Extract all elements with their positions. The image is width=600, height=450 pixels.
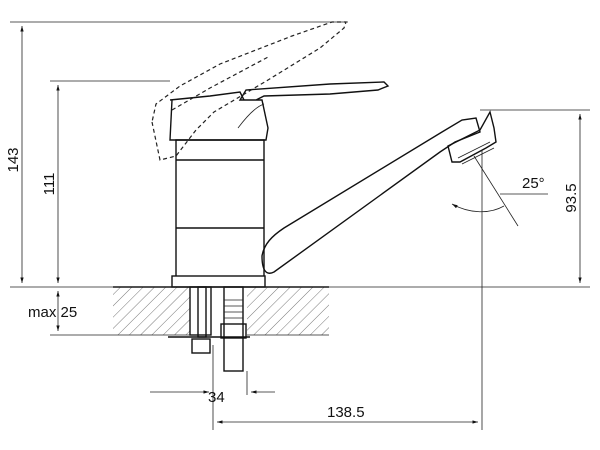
angle-ray [473, 155, 519, 227]
dim-total-height: 143 [5, 147, 22, 172]
base-plate [171, 275, 266, 288]
mount-stud [197, 286, 207, 338]
angle-arc [451, 203, 505, 213]
aerator-line-2 [461, 147, 495, 165]
dim-spout-height: 93.5 [563, 183, 580, 212]
countertop-section [113, 286, 329, 336]
aerator [447, 110, 497, 163]
dimensions: 143 111 93.5 max 25 34 138.5 25° [5, 21, 590, 430]
lever-curve [237, 103, 265, 129]
dim-body-height: 111 [41, 173, 58, 196]
lever-handle-cap [169, 91, 245, 101]
dim-base-offset: 34 [208, 389, 225, 406]
spout [261, 117, 481, 274]
lever-raised-outline [151, 21, 347, 161]
lever-raised-inner [171, 55, 271, 111]
mount-rod-left [189, 286, 212, 336]
aerator-line-1 [457, 141, 491, 159]
dim-max-mount: max 25 [28, 304, 77, 321]
lever-handle [169, 81, 390, 141]
dim-spout-angle: 25° [522, 175, 545, 192]
supply-hose-fitting [220, 323, 247, 339]
countertop-right-hatch [247, 287, 329, 335]
faucet-body [151, 21, 497, 288]
mounting-hardware [168, 286, 250, 372]
mount-nut [191, 338, 211, 354]
dim-spout-reach: 138.5 [327, 404, 365, 421]
countertop-left-hatch [113, 287, 190, 335]
